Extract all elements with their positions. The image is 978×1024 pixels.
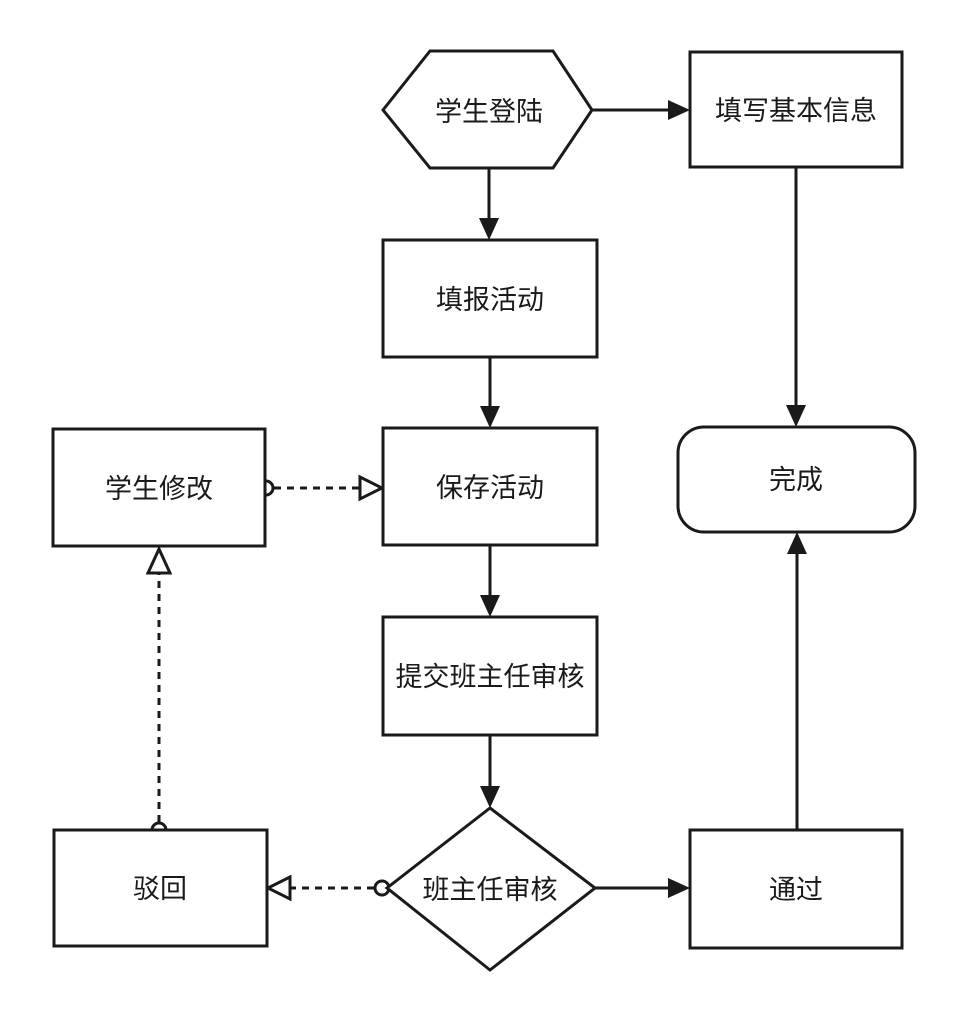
edge-save-activity-to-submit-review bbox=[480, 545, 500, 617]
node-teacher-review-label: 班主任审核 bbox=[423, 875, 558, 905]
node-submit-review-label: 提交班主任审核 bbox=[396, 662, 585, 692]
node-submit-review: 提交班主任审核 bbox=[381, 615, 599, 737]
node-pass-label: 通过 bbox=[769, 875, 823, 905]
node-fill-activity: 填报活动 bbox=[381, 238, 599, 359]
edge-reject-to-student-modify bbox=[145, 545, 173, 839]
open-arrowhead-icon bbox=[264, 874, 292, 902]
filled-arrowhead-icon bbox=[480, 406, 500, 428]
filled-arrowhead-icon bbox=[480, 786, 500, 808]
edge-teacher-review-to-pass bbox=[595, 878, 690, 898]
node-student-modify-label: 学生修改 bbox=[105, 474, 213, 504]
filled-arrowhead-icon bbox=[668, 878, 690, 898]
edge-pass-to-done bbox=[787, 532, 807, 830]
node-save-activity-label: 保存活动 bbox=[436, 473, 544, 503]
rectangle-shape bbox=[381, 615, 599, 737]
node-fill-basic-info: 填写基本信息 bbox=[688, 50, 904, 169]
edge-fill-basic-info-to-done bbox=[786, 167, 806, 427]
node-reject-label: 驳回 bbox=[133, 874, 187, 904]
rectangle-shape bbox=[51, 427, 267, 548]
open-arrowhead-icon bbox=[145, 545, 173, 575]
node-teacher-review: 班主任审核 bbox=[384, 806, 598, 972]
filled-arrowhead-icon bbox=[479, 218, 499, 240]
edge-login-to-fill-basic-info bbox=[592, 100, 690, 120]
filled-arrowhead-icon bbox=[480, 595, 500, 617]
node-done: 完成 bbox=[676, 425, 917, 534]
node-pass: 通过 bbox=[688, 828, 904, 950]
edge-fill-activity-to-save-activity bbox=[480, 357, 500, 428]
edge-teacher-review-to-reject bbox=[264, 874, 391, 902]
hexagon-shape bbox=[381, 49, 594, 170]
rectangle-shape bbox=[381, 426, 599, 547]
filled-arrowhead-icon bbox=[786, 405, 806, 427]
open-arrowhead-icon bbox=[358, 474, 386, 502]
rectangle-shape bbox=[52, 828, 269, 948]
rectangle-shape bbox=[688, 828, 904, 950]
node-done-label: 完成 bbox=[769, 465, 823, 495]
node-student-login-label: 学生登陆 bbox=[435, 97, 543, 127]
rounded-rectangle-shape bbox=[676, 425, 917, 534]
node-fill-basic-info-label: 填写基本信息 bbox=[715, 96, 877, 126]
rectangle-shape bbox=[688, 50, 904, 169]
filled-arrowhead-icon bbox=[668, 100, 690, 120]
rectangle-shape bbox=[381, 238, 599, 359]
edge-login-to-fill-activity bbox=[479, 168, 499, 240]
node-reject: 驳回 bbox=[52, 828, 269, 948]
diamond-shape bbox=[384, 806, 598, 972]
edge-submit-review-to-teacher-review bbox=[480, 735, 500, 808]
node-student-modify: 学生修改 bbox=[51, 427, 267, 548]
node-save-activity: 保存活动 bbox=[381, 426, 599, 547]
edge-student-modify-to-save-activity bbox=[257, 474, 386, 502]
filled-arrowhead-icon bbox=[787, 532, 807, 554]
node-student-login: 学生登陆 bbox=[381, 49, 594, 170]
node-fill-activity-label: 填报活动 bbox=[436, 285, 544, 315]
